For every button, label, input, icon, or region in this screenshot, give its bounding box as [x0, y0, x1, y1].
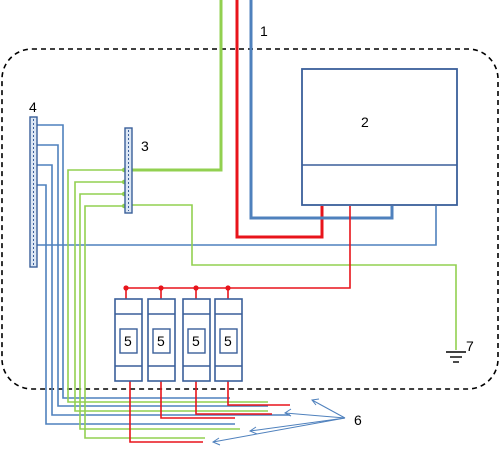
- earth-out-2: [74, 181, 268, 412]
- phase-out-3: [195, 381, 272, 415]
- label-meter: 2: [361, 114, 369, 130]
- neutral-bus-bar: [29, 116, 38, 268]
- label-earth-bar: 3: [141, 138, 149, 154]
- phase-junction-4: [225, 285, 231, 291]
- earth-out-1: [67, 169, 268, 403]
- ground-symbol: [446, 351, 466, 363]
- neutral-out-1: [34, 124, 230, 399]
- neutral-out-4: [34, 184, 235, 425]
- circuit-breaker-4: [214, 298, 243, 382]
- label-outgoing-lines: 6: [354, 412, 362, 428]
- incoming-earth-wire: [128, 0, 223, 172]
- internal-wiring: [34, 124, 457, 443]
- label-breaker-3: 5: [192, 333, 200, 349]
- label-breaker-2: 5: [157, 333, 165, 349]
- incoming-cable: [128, 0, 394, 239]
- phase-out-4: [227, 381, 290, 406]
- meter-phase-out-wire: [126, 206, 351, 289]
- electricity-meter: [301, 68, 458, 206]
- label-breaker-4: 5: [224, 333, 232, 349]
- incoming-phase-wire: [235, 0, 324, 239]
- meter-neutral-out-wire: [34, 206, 437, 246]
- incoming-neutral-wire: [249, 0, 394, 220]
- circuit-breaker-1: [114, 298, 143, 382]
- phase-junction-2: [158, 285, 164, 291]
- phase-out-2: [160, 381, 235, 419]
- circuit-breaker-2: [147, 298, 176, 382]
- label-breaker-1: 5: [124, 333, 132, 349]
- circuit-breaker-3: [182, 298, 211, 382]
- earth-to-ground-wire: [128, 204, 457, 350]
- label-cable-in: 1: [260, 23, 268, 39]
- neutral-out-2: [34, 144, 268, 407]
- junction-dots: [121, 167, 231, 291]
- label-ground: 7: [466, 338, 474, 354]
- outgoing-pointer-arrows: [211, 398, 346, 446]
- neutral-out-3: [34, 164, 290, 416]
- earth-out-3: [79, 193, 240, 430]
- earth-bus-bar: [124, 127, 133, 214]
- earth-out-4: [84, 205, 205, 439]
- phase-junction-1: [123, 285, 129, 291]
- phase-junction-3: [193, 285, 199, 291]
- phase-out-1: [129, 381, 203, 443]
- label-neutral-bar: 4: [29, 99, 37, 115]
